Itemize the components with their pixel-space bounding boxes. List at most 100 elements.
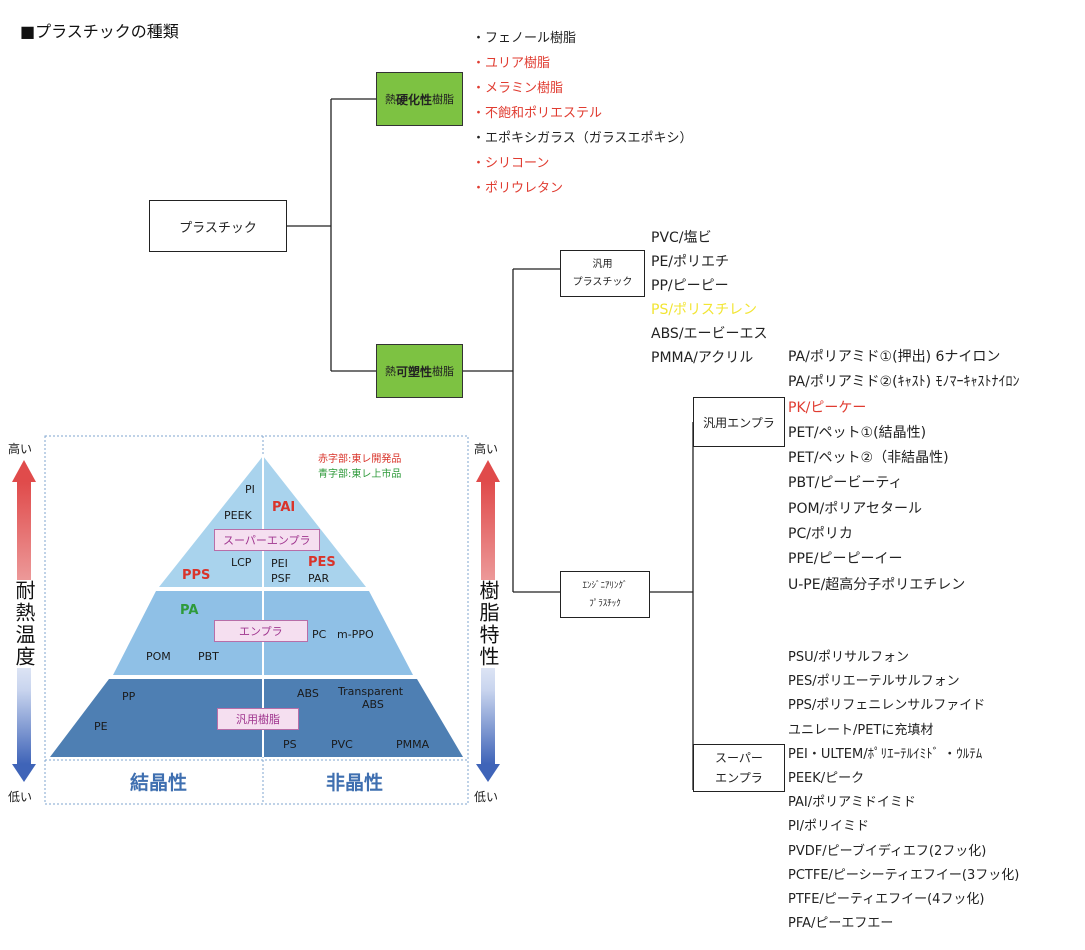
list-item: ユニレート/PETに充填材 [788,722,934,738]
general-plastic-list: PVC/塩ビ PE/ポリエチ PP/ピーピー PS/ポリスチレン ABS/エービーエス P… [651,226,768,370]
right-low-label: 低い [474,790,499,804]
pyr-pps: PPS [182,568,211,583]
list-item: PEI・ULTEM/ﾎﾟﾘｴｰﾃﾙｲﾐﾄﾞ ・ｳﾙﾃﾑ [788,746,983,762]
general-plastic-node: 汎用 プラスチック [560,250,645,297]
super-engineering-label-2: エンプラ [715,771,763,785]
crystalline-label: 結晶性 [130,772,188,794]
super-engineering-list: PSU/ポリサルフォン PES/ポリエーテルサルフォン PPS/ポリフェニレンサルフ… [788,646,1019,936]
thermoset-label-post: 樹脂 [432,93,454,106]
engineering-label-2: ﾌﾟﾗｽﾁｯｸ [589,598,621,609]
thermoset-list: ・フェノール樹脂・ユリア樹脂・メラミン樹脂・不飽和ポリエステル・エポキシガラス（… [472,26,692,201]
thermoplastic-label-post: 樹脂 [432,365,454,378]
pyr-tier-general-label: 汎用樹脂 [217,708,299,730]
list-item: PA/ポリアミド②(ｷｬｽﾄ) ﾓﾉﾏｰｷｬｽﾄﾅｲﾛﾝ [788,374,1020,391]
thermoplastic-label-pre: 熱 [384,365,396,378]
thermoset-label-bold: 硬化性 [395,92,432,107]
pyr-lcp: LCP [231,556,252,569]
pyr-tier-eng-label: エンプラ [214,620,308,642]
right-arrow-down-icon [476,764,500,782]
pyr-psf: PSF [271,572,291,585]
list-item: PSU/ポリサルフォン [788,650,909,665]
pyr-tier-super-label: スーパーエンプラ [214,529,320,551]
thermoset-node: 熱硬化性樹脂 [376,72,463,126]
pyr-par: PAR [308,572,330,585]
list-item: PTFE/ピーティエフイー(4フッ化) [788,891,985,907]
super-engineering-label-1: スーパー [715,751,763,765]
list-item: PET/ペット①(結晶性) [788,424,927,441]
left-arrow-up-icon [12,460,36,482]
list-item: PI/ポリイミド [788,819,870,835]
list-item: PBT/ピービーティ [788,475,903,492]
list-item: ・エポキシガラス（ガラスエポキシ） [472,131,693,146]
pyr-peek: PEEK [224,509,252,522]
legend-green: 青字部:東レ上市品 [318,469,402,480]
list-item: PCTFE/ピーシーティエフイー(3フッ化) [788,867,1020,883]
pyr-pmma: PMMA [396,738,430,751]
legend-red: 赤字部:東レ開発品 [318,454,402,465]
root-node: プラスチック [149,200,287,252]
list-item: ・ポリウレタン [472,181,564,196]
pyr-pa: PA [180,603,199,618]
list-item: PAI/ポリアミドイミド [788,795,916,811]
list-item: PPE/ピーピーイー [788,551,903,568]
general-engineering-node: 汎用エンプラ [693,397,785,447]
list-item: POM/ポリアセタール [788,500,922,517]
right-high-label: 高い [474,442,499,456]
page-title: ■プラスチックの種類 [20,22,179,41]
left-axis-label: 耐熱温度 [10,580,39,668]
list-item: PE/ポリエチ [651,254,730,270]
general-label-1: 汎用 [592,258,613,270]
pyr-pes: PES [308,555,336,570]
left-high-label: 高い [8,442,33,456]
list-item: ・メラミン樹脂 [472,81,564,96]
list-item: PP/ピーピー [651,278,729,294]
left-low-label: 低い [8,790,33,804]
pyr-pvc: PVC [331,738,353,751]
pyr-abs: ABS [297,687,319,700]
right-arrow-up-icon [476,460,500,482]
thermoset-label-pre: 熱 [384,93,396,106]
list-item: ・不飽和ポリエステル [472,106,603,121]
pyr-transparent: Transparent [338,685,404,698]
list-item: PS/ポリスチレン [651,302,758,318]
list-item: PC/ポリカ [788,526,853,543]
pyr-pe: PE [94,720,108,733]
list-item: ・フェノール樹脂 [472,31,577,46]
list-item: ABS/エービーエス [651,326,768,342]
general-label-2: プラスチック [572,276,633,288]
pyr-mppo: m-PPO [337,628,374,641]
pyr-ps: PS [283,738,297,751]
engineering-label-1: ｴﾝｼﾞﾆｱﾘﾝｸﾞ [582,580,628,591]
general-engineering-label: 汎用エンプラ [703,415,775,430]
pyr-pom: POM [146,650,171,663]
root-label: プラスチック [179,220,257,236]
pyr-pbt: PBT [198,650,219,663]
list-item: PET/ペット②（非結晶性) [788,450,949,467]
left-arrow-down-icon [12,764,36,782]
pyr-pei: PEI [271,557,288,570]
right-axis-label: 樹脂特性 [474,580,503,668]
list-item: ・ユリア樹脂 [472,56,551,71]
pyr-pai: PAI [272,500,296,515]
thermoplastic-node: 熱可塑性樹脂 [376,344,463,398]
list-item: PEEK/ピーク [788,770,865,786]
pyramid-frame [44,435,469,805]
pyr-pc: PC [312,628,327,641]
pyr-pi: PI [245,483,255,496]
list-item: PES/ポリエーテルサルフォン [788,674,960,690]
list-item: PPS/ポリフェニレンサルファイド [788,698,986,714]
list-item: ・シリコーン [472,156,550,171]
list-item: PMMA/アクリル [651,350,754,366]
engineering-plastic-node: ｴﾝｼﾞﾆｱﾘﾝｸﾞ ﾌﾟﾗｽﾁｯｸ [560,571,650,618]
thermoplastic-label-bold: 可塑性 [395,364,432,379]
list-item: PVDF/ピーブイディエフ(2フッ化) [788,843,987,859]
list-item: PVC/塩ビ [651,230,712,246]
list-item: U-PE/超高分子ポリエチレン [788,576,966,593]
pyr-pp: PP [122,690,136,703]
super-engineering-node: スーパー エンプラ [693,744,785,792]
list-item: PK/ピーケー [788,399,867,416]
list-item: PFA/ピーエフエー [788,916,894,932]
pyr-transparent-abs: ABS [362,698,384,711]
list-item: PA/ポリアミド①(押出) 6ナイロン [788,349,1001,365]
